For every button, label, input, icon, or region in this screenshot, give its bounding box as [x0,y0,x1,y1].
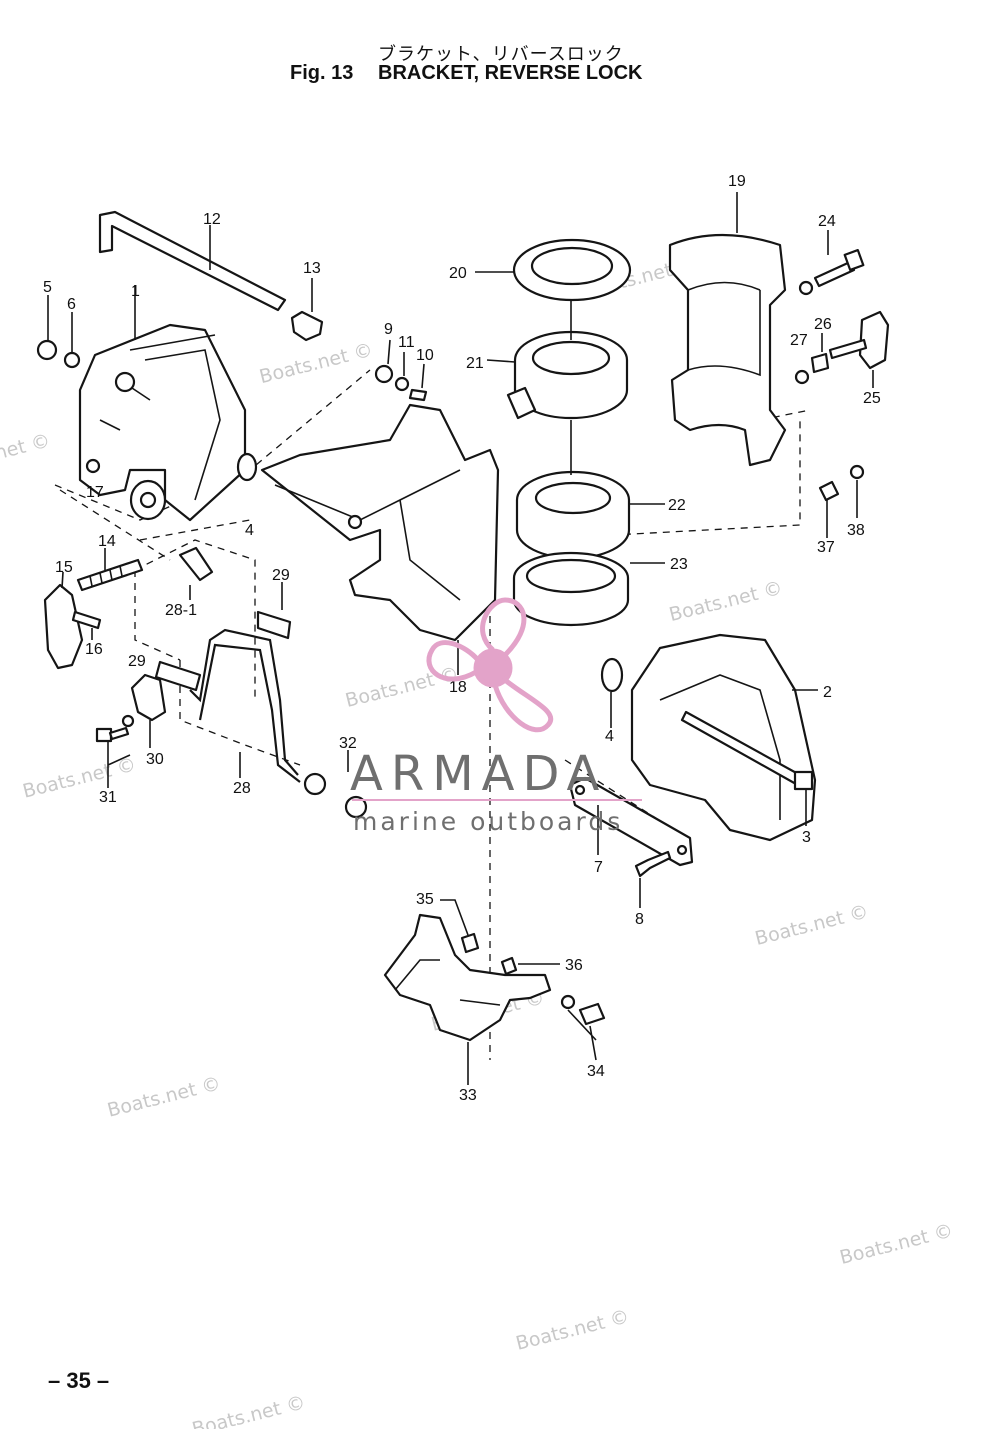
callout-21: 21 [466,355,484,372]
part-20-ring [475,238,632,302]
callout-22: 22 [668,497,686,514]
callout-31: 31 [99,789,117,806]
callout-30: 30 [146,751,164,768]
armada-logo: ARMADA marine outboards [350,597,642,836]
callout-29-upper: 29 [272,567,290,584]
part-13-clip [290,278,324,342]
watermark-text: Boats.net © [190,1391,308,1429]
callout-28-1: 28-1 [165,602,197,619]
watermark-text: Boats.net © [514,1305,632,1354]
callout-38: 38 [847,522,865,539]
watermark-text: Boats.net © [753,901,871,950]
part-18-swivel-bracket [260,403,500,675]
part-27-spring [794,352,830,385]
callout-10: 10 [416,347,434,364]
part-21-bearing [486,330,629,420]
callout-34: 34 [587,1063,605,1080]
part-37-grommet [818,480,840,538]
callout-29-lower: 29 [128,653,146,670]
callout-18: 18 [449,679,467,696]
callout-2: 2 [823,684,832,701]
part-24-bolt [798,230,865,296]
callout-17: 17 [86,484,104,501]
part-1-clamp-bracket-left [78,285,247,522]
part-19-swivel-case [668,192,787,467]
callout-37: 37 [817,539,835,556]
callout-11: 11 [398,334,415,351]
callout-28: 28 [233,780,251,797]
watermark-text: Boats.net © [20,753,138,802]
part-9-11-10-fasteners [374,339,428,402]
part-33-reverse-lock [383,913,552,1085]
part-29-clip-upper [256,582,292,640]
callout-12: 12 [203,211,221,228]
callout-20: 20 [449,265,467,282]
part-30-bracket [130,673,167,748]
callout-6: 6 [67,296,76,313]
callout-3: 3 [802,829,811,846]
part-15-lever-handle [43,571,84,670]
watermark-text: Boats.net © [667,577,785,626]
propeller-icon [426,597,554,733]
callout-16: 16 [85,641,103,658]
callout-23: 23 [670,556,688,573]
part-8-screw [634,850,672,908]
part-4-washer [236,452,258,482]
part-4-washer-right [600,657,624,728]
japanese-title: ブラケット、リバースロック [378,44,624,65]
part-28-lever-rod [189,628,301,783]
callout-25: 25 [863,390,881,407]
part-35-clip [440,899,480,954]
callout-4: 4 [245,522,254,539]
part-29-pin-lower [154,660,202,692]
callout-32: 32 [339,735,357,752]
callout-15: 15 [55,559,73,576]
callout-1: 1 [131,283,140,300]
part-3-bolt [680,710,814,826]
page-number: – 35 – [48,1368,110,1393]
part-26-screw [821,333,868,360]
callout-8: 8 [635,911,644,928]
callout-14: 14 [98,533,116,550]
figure-title: BRACKET, REVERSE LOCK [378,62,643,84]
callout-27: 27 [790,332,808,349]
part-17-knob [129,479,167,521]
callout-19: 19 [728,173,746,190]
callout-26: 26 [814,316,832,333]
callout-36: 36 [565,957,583,974]
logo-name: ARMADA [350,746,607,802]
figure-label: Fig. 13 [290,62,354,84]
part-34-screw [560,994,606,1061]
part-22-bushing [515,470,665,560]
callout-13: 13 [303,260,321,277]
part-38-bolt [849,464,865,518]
part-6-washer [63,312,81,369]
part-14-screw [76,548,144,592]
callout-4-right: 4 [605,728,614,745]
part-36-spring [500,956,560,976]
part-16-pin [71,610,102,640]
watermark-text: Boats.net © [838,1220,956,1269]
callout-24: 24 [818,213,836,230]
watermark-text: Boats.net © [343,663,461,712]
part-28-1-pin [178,546,214,600]
part-5-nut [36,295,58,361]
callout-9: 9 [384,321,393,338]
callout-5: 5 [43,279,52,296]
part-25-plate [858,310,890,388]
callout-35: 35 [416,891,434,908]
part-23-ring [512,551,665,627]
callout-labels: 12 13 5 6 1 9 11 10 20 21 19 24 26 27 25… [43,173,881,1104]
part-31-screw [95,714,135,788]
part-32-spring [303,750,368,819]
callout-7: 7 [594,859,603,876]
watermark-text: Boats.net © [0,430,52,479]
watermark-text: Boats.net © [105,1072,223,1121]
part-12-rod [98,210,287,312]
callout-33: 33 [459,1087,477,1104]
logo-tagline: marine outboards [353,807,623,836]
